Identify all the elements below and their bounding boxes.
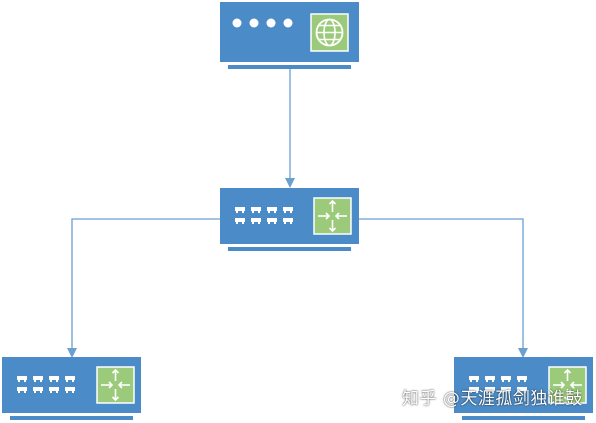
watermark-text: 知乎 @天涯孤剑独谁鼓 <box>402 389 583 409</box>
access-switch-left-device <box>2 357 141 420</box>
four-arrows-icon <box>96 366 135 404</box>
globe-icon <box>310 13 349 52</box>
switch-ports <box>235 207 293 224</box>
four-arrows-icon <box>548 366 587 404</box>
connector-core-to-left <box>67 218 220 358</box>
router-device <box>220 2 359 69</box>
switch-ports <box>469 376 527 393</box>
access-switch-right-device <box>454 357 593 420</box>
switch-ports <box>17 376 75 393</box>
four-arrows-icon <box>313 197 352 235</box>
core-switch-device <box>220 188 359 251</box>
router-status-lights <box>232 18 293 28</box>
connector-core-to-right <box>359 218 528 358</box>
